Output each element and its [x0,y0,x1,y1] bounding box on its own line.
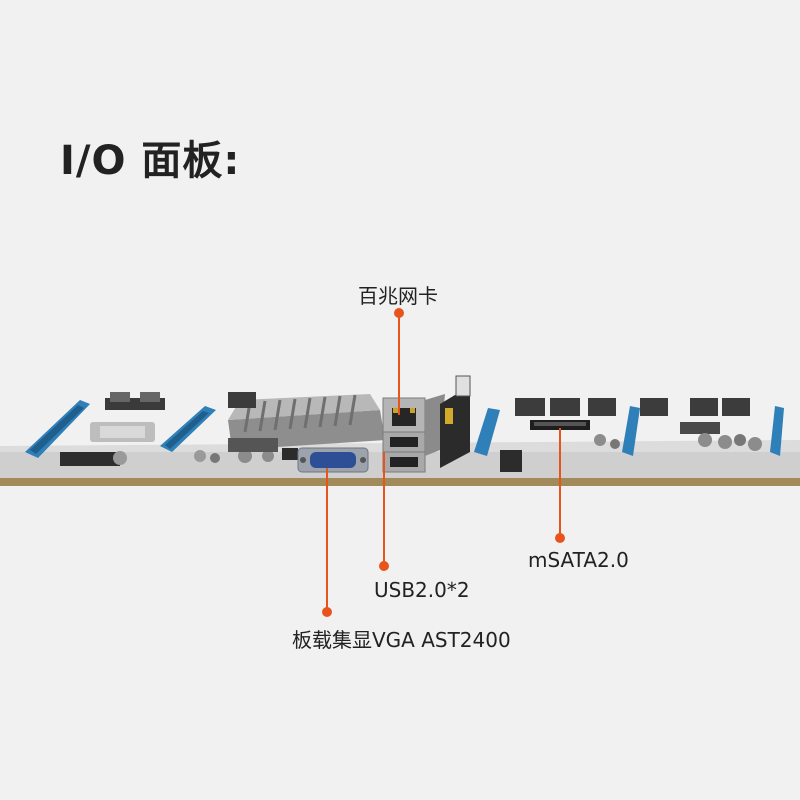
callout-msata [555,428,565,543]
pcie-slot-right-1 [622,406,640,456]
label-usb: USB2.0*2 [374,578,470,602]
vga-connector [297,447,369,473]
pcie-slot-right-2 [770,406,784,456]
callout-vga [322,468,332,617]
lan-usb-stack [382,397,426,473]
pcie-slot-left-1 [25,400,90,458]
callout-usb [379,452,389,571]
page-title: I/O 面板: [60,138,241,184]
label-msata: mSATA2.0 [528,548,629,572]
label-lan: 百兆网卡 [358,284,438,308]
msata-slot [530,420,590,430]
pcie-slot-middle [474,408,500,456]
label-vga: 板载集显VGA AST2400 [292,628,511,652]
callout-lan [394,308,404,415]
pcie-slot-left-2 [160,406,216,452]
